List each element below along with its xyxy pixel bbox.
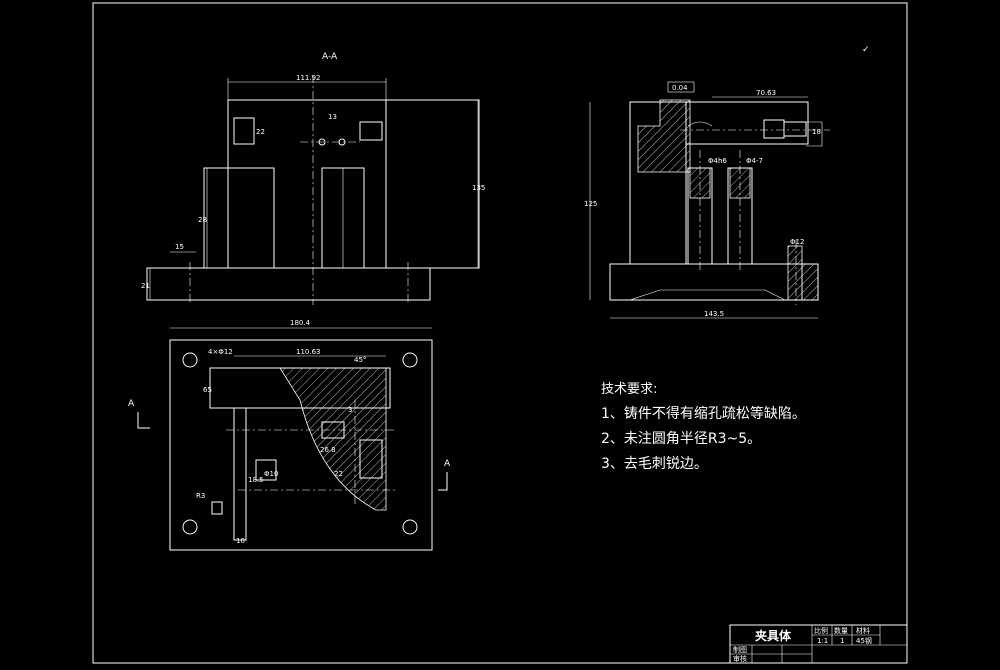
dim-front-pocket: 22 <box>256 128 265 136</box>
dim-plan-pin-h: 18.5 <box>248 476 264 484</box>
dim-side-base: 143.5 <box>704 310 724 318</box>
dim-plan-mid-b: 3 <box>348 406 352 414</box>
title-block: 夹具体 比例 1:1 数量 1 材料 45钢 制图 审核 <box>729 624 908 664</box>
dim-plan-inner: 110.63 <box>296 348 321 356</box>
dim-plan-overall: 180.4 <box>290 319 311 327</box>
dim-side-tol: 0.04 <box>672 84 688 92</box>
material-label: 材料 <box>856 626 870 635</box>
material-value: 45钢 <box>856 636 872 645</box>
dim-side-fit-right: Φ4-7 <box>746 157 763 165</box>
dim-front-top-width: 111.92 <box>296 74 321 82</box>
dim-plan-holes: 4×Φ12 <box>208 348 233 356</box>
dim-front-tall: 135 <box>472 184 485 192</box>
dim-side-total: 125 <box>584 200 597 208</box>
dim-front-mid: 28 <box>198 216 207 224</box>
dim-front-left: 15 <box>175 243 184 251</box>
dim-front-slot: 13 <box>328 113 337 121</box>
note-item-1: 1、铸件不得有缩孔疏松等缺陷。 <box>601 405 806 422</box>
front-section-view: A-A 111.92 13 22 135 28 15 <box>141 52 485 305</box>
scale-label: 比例 <box>814 626 828 635</box>
dim-front-base: 21 <box>141 282 150 290</box>
dim-side-bolt: Φ12 <box>790 238 804 246</box>
section-marker-right: A <box>444 459 451 469</box>
side-view: 0.04 70.63 18 Φ4h6 Φ4-7 125 Φ12 143.5 <box>584 81 830 319</box>
part-name: 夹具体 <box>755 628 792 643</box>
notes-title: 技术要求: <box>601 382 657 397</box>
note-item-3: 3、去毛刺锐边。 <box>601 456 708 472</box>
dim-plan-angle: 45° <box>354 356 366 364</box>
note-item-2: 2、未注圆角半径R3~5。 <box>601 431 761 447</box>
dim-side-right: 18 <box>812 128 821 136</box>
sheet-border <box>92 2 908 664</box>
drawn-label: 制图 <box>733 645 747 654</box>
qty-label: 数量 <box>834 626 848 635</box>
scale-value: 1:1 <box>817 637 828 645</box>
dim-plan-right: 22 <box>334 470 343 478</box>
section-label: A-A <box>322 52 338 62</box>
section-marker-left: A <box>128 399 135 409</box>
qty-value: 1 <box>840 637 844 645</box>
dim-plan-mid-a: 26.8 <box>320 446 336 454</box>
plan-view: 180.4 4×Φ12 110.63 45° 65 26.8 3 22 18.5… <box>128 319 451 551</box>
dim-plan-left: 65 <box>203 386 212 394</box>
dim-side-top: 70.63 <box>756 89 776 97</box>
technical-requirements: 技术要求: 1、铸件不得有缩孔疏松等缺陷。 2、未注圆角半径R3~5。 3、去毛… <box>601 382 806 472</box>
dim-plan-pin-d: Φ10 <box>264 470 278 478</box>
checked-label: 审核 <box>733 654 747 663</box>
dim-plan-bottom: 10 <box>236 537 245 545</box>
dim-plan-small: R3 <box>196 492 205 500</box>
dim-side-fit-left: Φ4h6 <box>708 157 727 165</box>
roughness-icon: ✓ <box>862 45 870 55</box>
